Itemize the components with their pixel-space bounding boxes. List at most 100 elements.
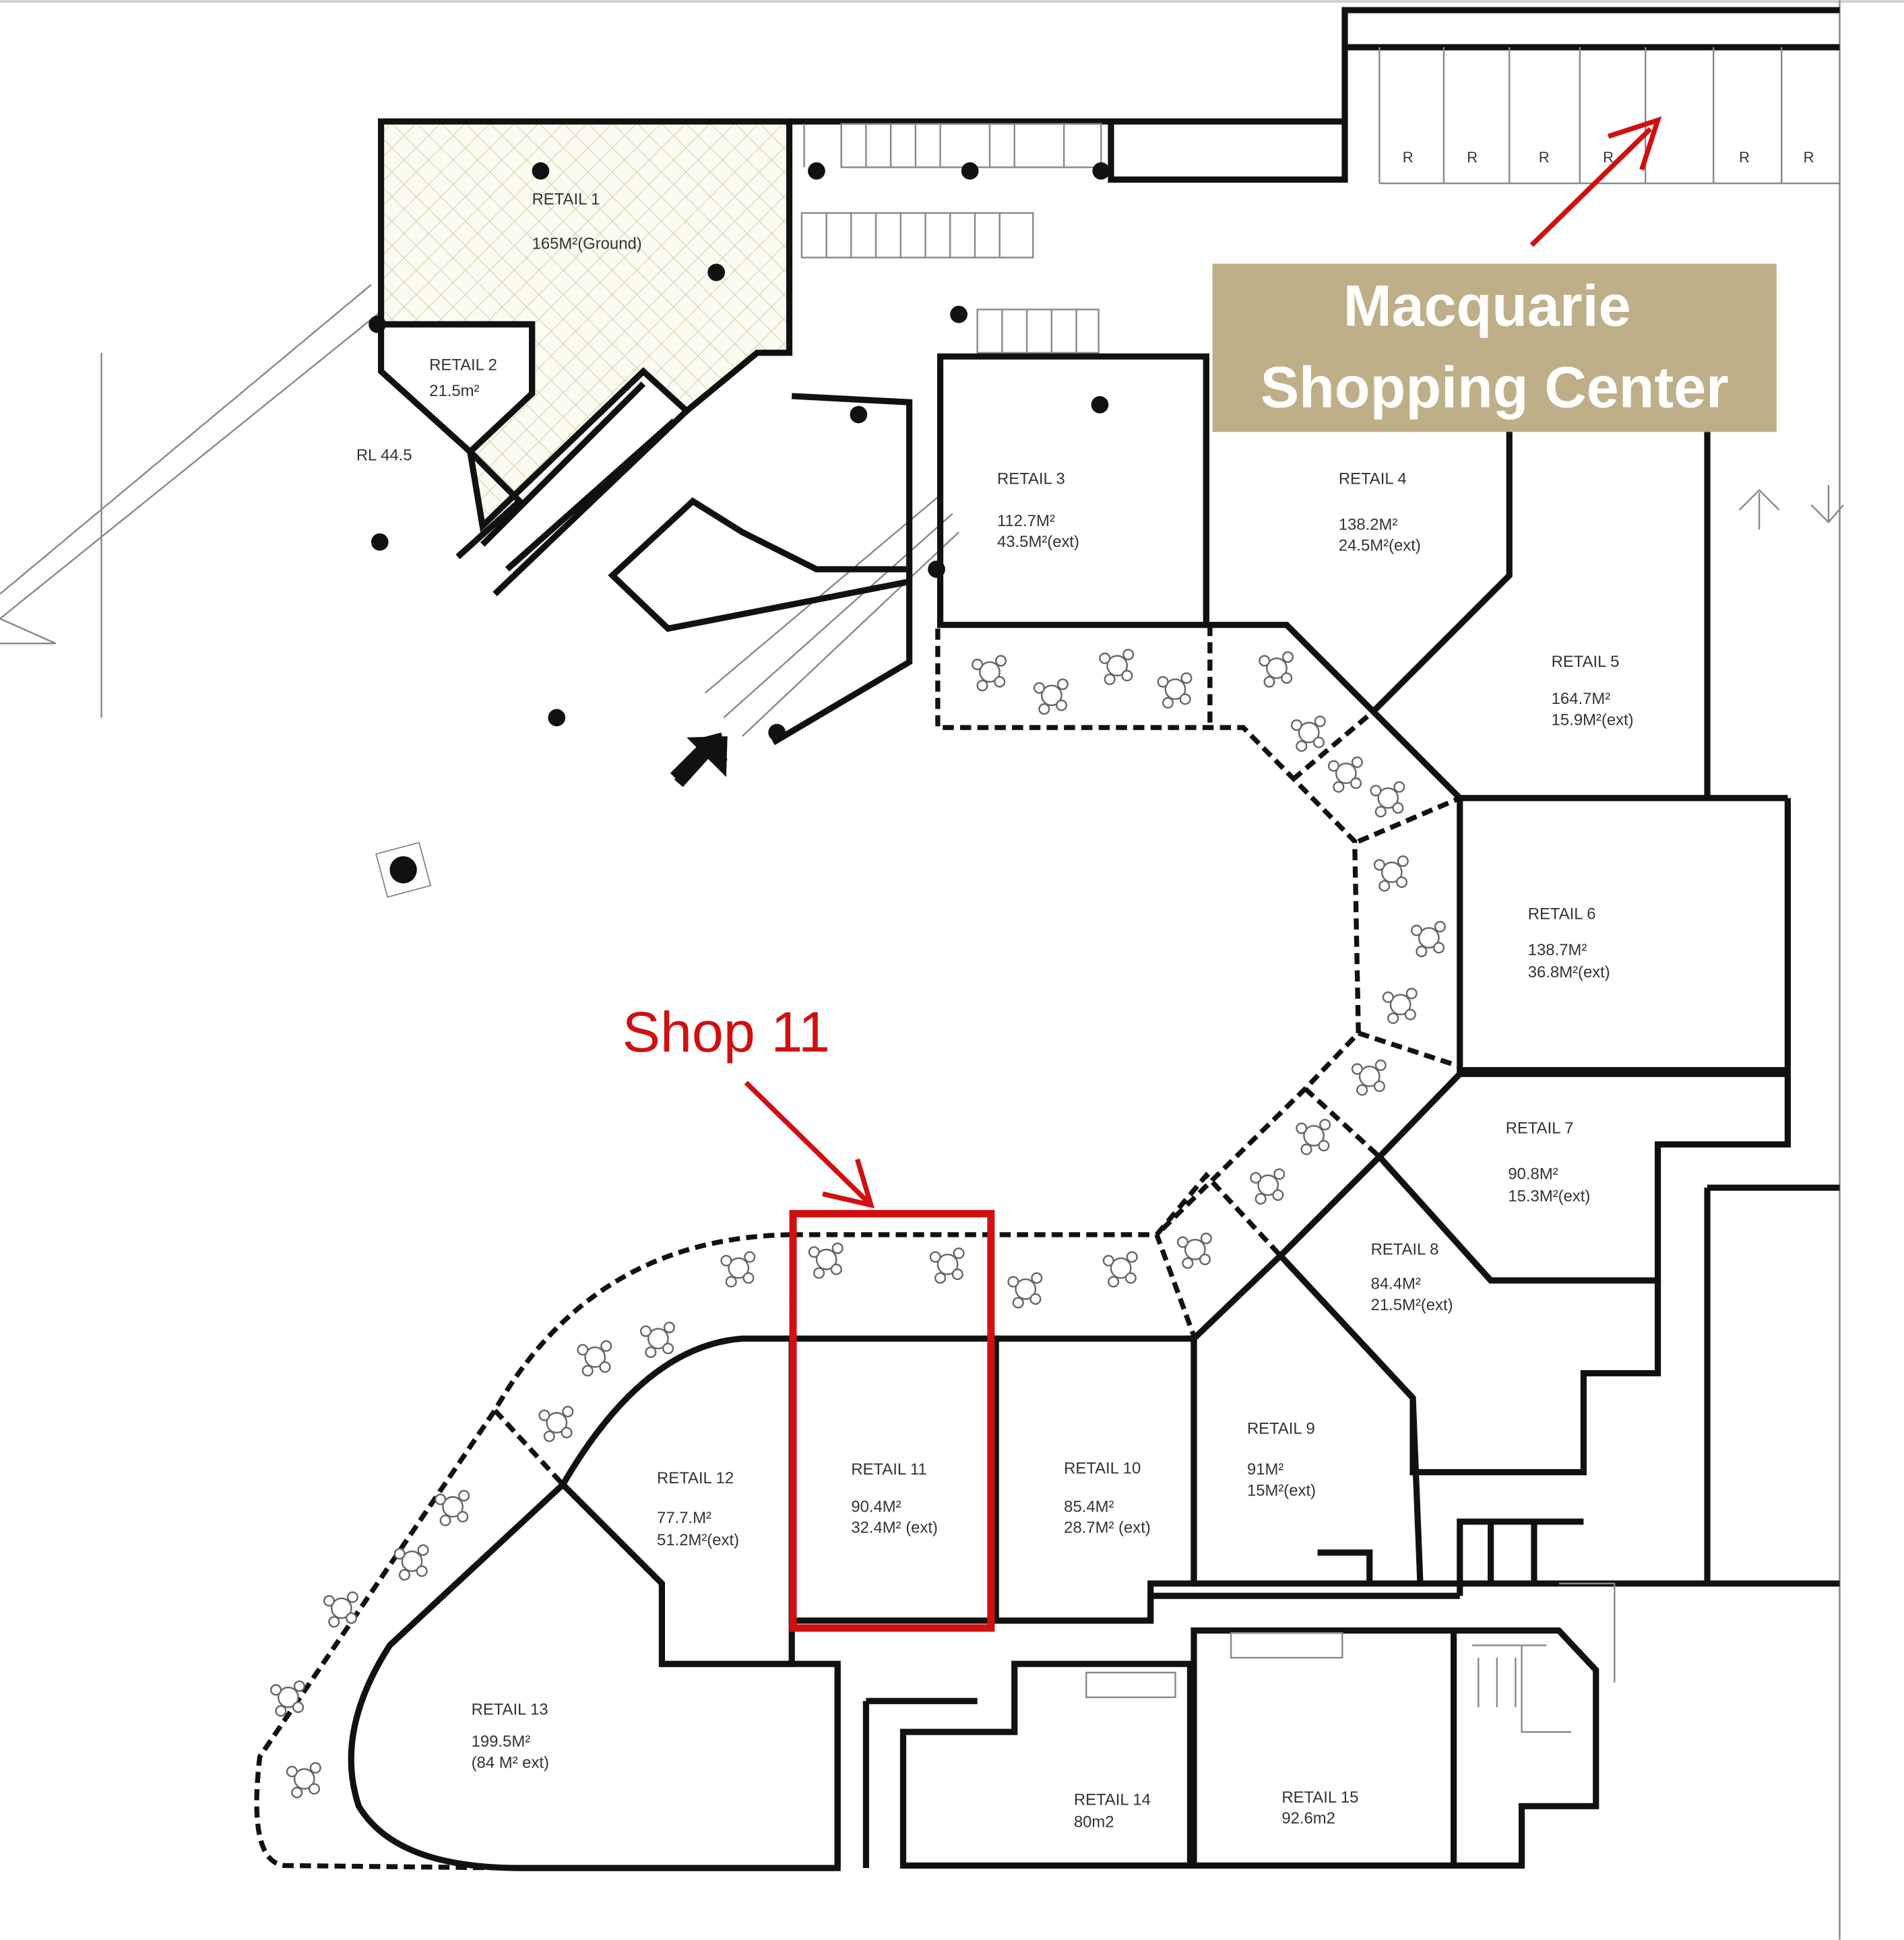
retail-7-ext-text: 15.3M²(ext) — [1508, 1187, 1590, 1205]
shop-11-highlight[interactable] — [789, 1210, 995, 1632]
retail-8-area[interactable] — [1276, 1155, 1661, 1476]
column-dot — [850, 406, 868, 424]
retail-15-area[interactable] — [1191, 1627, 1457, 1869]
retail-3-area[interactable] — [937, 353, 1209, 628]
retail-5-name: RETAIL 5 — [1552, 653, 1620, 671]
column-dot — [548, 709, 566, 727]
title-line-2: Shopping Center — [1261, 356, 1729, 420]
table-icon — [393, 1544, 429, 1581]
table-icons — [269, 649, 1446, 1799]
retail-2-name: RETAIL 2 — [429, 356, 497, 374]
table-icon — [639, 1322, 675, 1358]
retail-5-ext-text: 15.9M²(ext) — [1552, 711, 1634, 729]
retail-8-area-text: 84.4M² — [1371, 1275, 1421, 1293]
retail-4-area-text: 138.2M² — [1339, 515, 1398, 534]
table-icon — [1373, 855, 1409, 892]
retail-11-name: RETAIL 11 — [851, 1460, 926, 1479]
table-icon — [1410, 921, 1446, 957]
table-icon — [1351, 1059, 1387, 1096]
table-icon — [435, 1489, 470, 1526]
site-lines — [0, 0, 1841, 1940]
retail-7-area[interactable] — [1375, 1070, 1791, 1284]
seating-corridor — [254, 624, 1461, 1871]
column-dot — [961, 162, 979, 180]
table-icon — [1296, 1118, 1331, 1155]
retail-11-area-text: 90.4M² — [851, 1497, 901, 1516]
retail-10-name: RETAIL 10 — [1064, 1459, 1141, 1477]
table-icon — [1290, 715, 1326, 752]
retail-13-area-text: 199.5M² — [472, 1733, 531, 1751]
retail-13-ext-text: (84 M² ext) — [472, 1753, 549, 1772]
table-icon — [1259, 651, 1294, 688]
table-icon — [1102, 1251, 1138, 1288]
r-label: R — [1467, 149, 1478, 166]
lift-icon — [375, 841, 432, 898]
column-dot — [707, 263, 726, 282]
column-dots — [369, 162, 1110, 742]
r-label: R — [1403, 149, 1414, 166]
retail-12-name: RETAIL 12 — [657, 1469, 734, 1487]
retail-6-name: RETAIL 6 — [1528, 905, 1596, 924]
column-dot — [1091, 395, 1109, 414]
table-icon — [269, 1680, 305, 1717]
retail-7-name: RETAIL 7 — [1506, 1119, 1574, 1137]
retail-12-area[interactable] — [559, 1335, 795, 1667]
retail-9-ext-text: 15M²(ext) — [1247, 1481, 1316, 1499]
r-label: R — [1603, 149, 1614, 166]
retail-15-area-text: 92.6m2 — [1281, 1809, 1335, 1828]
retail-13-area[interactable] — [348, 1482, 841, 1871]
table-icon — [323, 1591, 358, 1628]
column-dot — [371, 533, 389, 551]
r-label: R — [1804, 149, 1814, 166]
retail-3-ext-text: 43.5M²(ext) — [997, 533, 1079, 551]
retail-12-area-text: 77.7.M² — [657, 1509, 711, 1527]
level-marker: RL 44.5 — [356, 446, 412, 464]
unit-labels: RETAIL 1 165M²(Ground) RETAIL 2 21.5m² R… — [356, 190, 1634, 1831]
table-icon — [808, 1242, 844, 1279]
table-icon — [1099, 649, 1135, 686]
retail-3-area-text: 112.7M² — [997, 512, 1055, 530]
retail-6-ext-text: 36.8M²(ext) — [1528, 963, 1610, 981]
retail-1-area-text: 165M²(Ground) — [532, 234, 642, 253]
table-icon — [929, 1247, 965, 1284]
retail-3-name: RETAIL 3 — [997, 470, 1065, 488]
column-dot — [808, 162, 825, 180]
shop-11-label: Shop 11 — [623, 1000, 830, 1064]
table-icon — [1382, 988, 1418, 1025]
retail-14-name: RETAIL 14 — [1074, 1790, 1151, 1809]
column-dot — [532, 162, 550, 180]
table-icon — [1250, 1168, 1286, 1205]
retail-4-area[interactable] — [1203, 358, 1513, 716]
title-pointer-arrow-icon — [1529, 116, 1662, 247]
retail-12-ext-text: 51.2M²(ext) — [657, 1531, 739, 1549]
title-banner: Macquarie Shopping Center — [1212, 263, 1777, 432]
retail-14-area[interactable] — [899, 1660, 1194, 1869]
retail-2-area-text: 21.5m² — [429, 382, 479, 400]
title-line-1: Macquarie — [1343, 273, 1631, 338]
table-icon — [538, 1406, 574, 1442]
retail-11-area[interactable] — [788, 1335, 999, 1624]
column-dot — [369, 315, 386, 333]
table-icon — [1033, 678, 1069, 715]
retail-9-name: RETAIL 9 — [1247, 1420, 1315, 1438]
down-arrow-icon — [1810, 485, 1844, 524]
retail-10-ext-text: 28.7M² (ext) — [1064, 1518, 1151, 1537]
retail-5-area-text: 164.7M² — [1552, 690, 1611, 708]
retail-1-name: RETAIL 1 — [532, 190, 600, 208]
entrance-arrowhead-icon — [687, 736, 728, 777]
r-label: R — [1539, 149, 1550, 166]
retail-2-area[interactable] — [377, 321, 536, 456]
shop-11-annotation: Shop 11 — [623, 1000, 995, 1632]
column-dot — [928, 560, 945, 578]
retail-5-area[interactable] — [1370, 432, 1788, 802]
retail-4-ext-text: 24.5M²(ext) — [1339, 537, 1421, 555]
retail-10-area[interactable] — [996, 1335, 1197, 1624]
retail-8-name: RETAIL 8 — [1371, 1240, 1439, 1258]
retail-11-ext-text: 32.4M² (ext) — [851, 1518, 938, 1537]
table-icon — [1007, 1272, 1043, 1309]
service-building — [1341, 7, 1840, 185]
retail-4-name: RETAIL 4 — [1339, 470, 1407, 488]
retail-6-area[interactable] — [1457, 798, 1791, 1074]
table-icon — [972, 655, 1007, 692]
column-dot — [950, 305, 967, 323]
